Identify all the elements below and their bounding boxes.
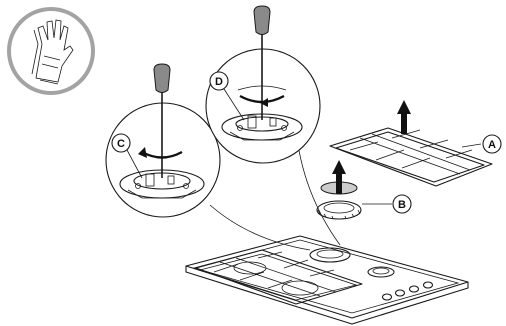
arrow-up-icon <box>397 100 411 134</box>
rotate-arrow-icon <box>138 147 183 159</box>
callout-a: A <box>461 134 502 154</box>
callout-b: B <box>362 194 412 214</box>
detail-circle-d <box>205 48 321 164</box>
callout-c: C <box>111 133 143 179</box>
callout-d-label: D <box>215 76 223 88</box>
arrow-up-icon <box>332 160 346 194</box>
callout-a-label: A <box>488 139 496 151</box>
screwdriver-icon <box>153 63 171 178</box>
callout-c-label: C <box>117 138 125 150</box>
gloves-icon <box>7 7 95 95</box>
callout-b-label: B <box>398 199 406 211</box>
callout-d: D <box>209 71 245 121</box>
pan-support-a <box>329 127 493 187</box>
screwdriver-icon <box>253 5 271 120</box>
rotate-arrow-icon <box>237 85 287 107</box>
detail-circle-c <box>105 102 221 218</box>
hob <box>185 235 469 325</box>
